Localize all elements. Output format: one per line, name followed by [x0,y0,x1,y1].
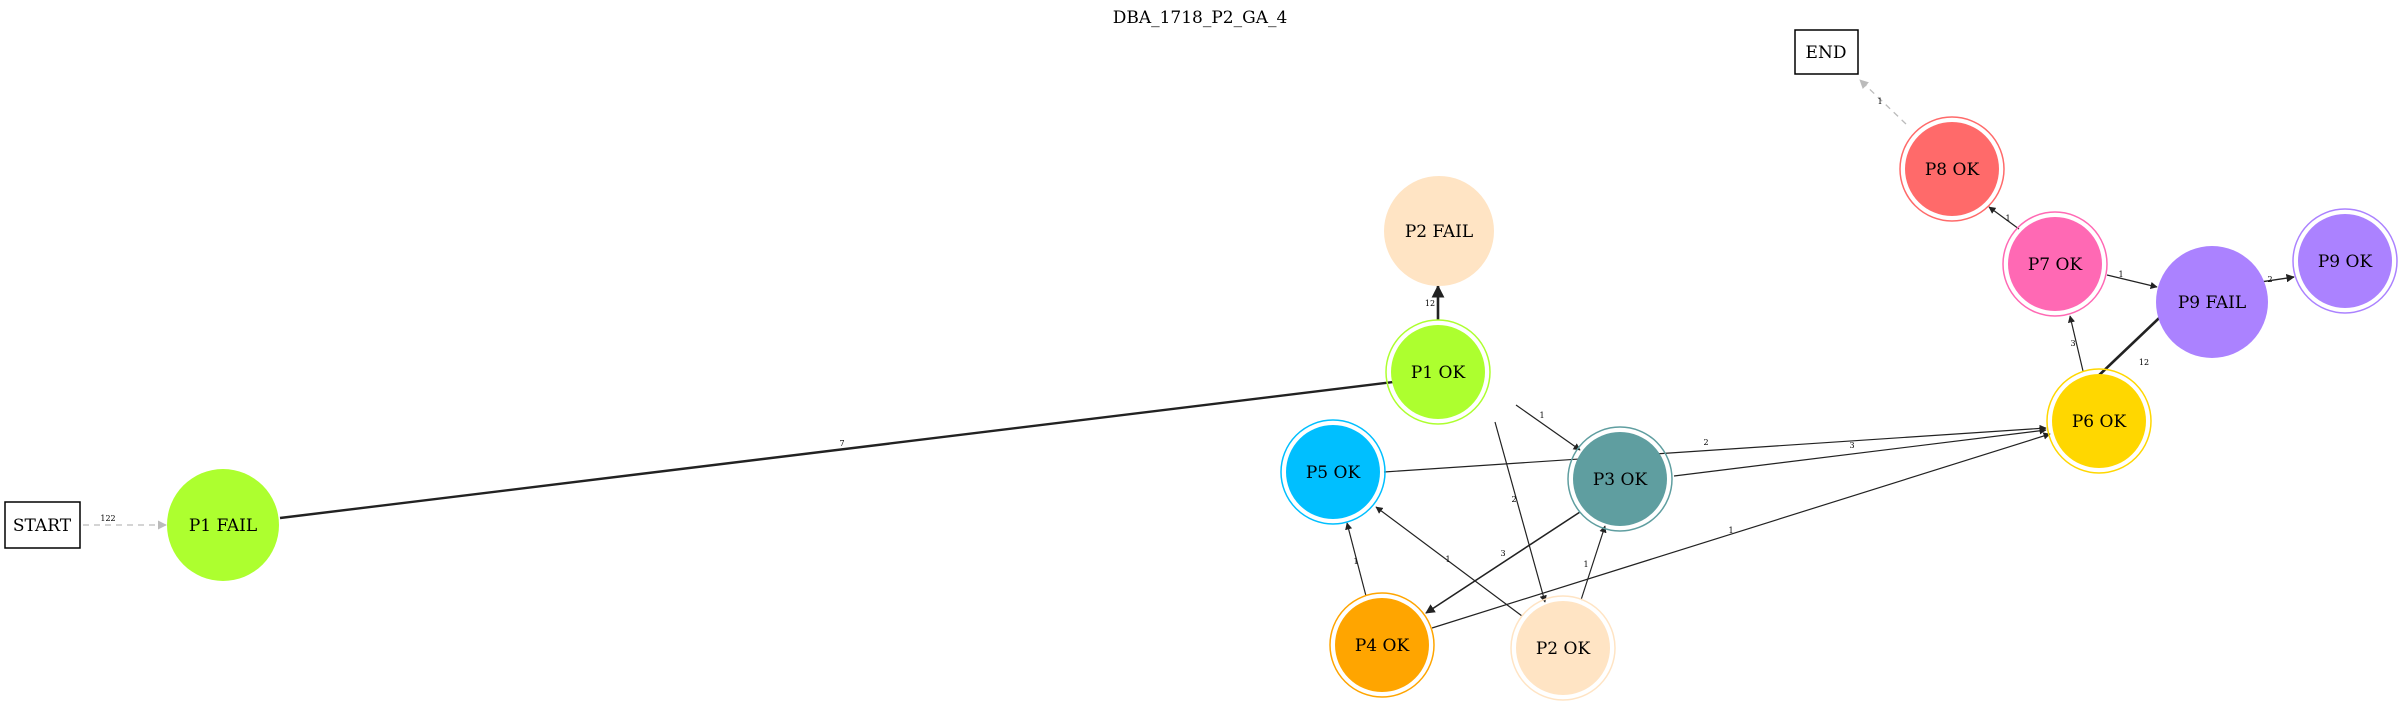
node-p9-fail[interactable]: P9 FAIL [2156,246,2268,358]
node-end-label: END [1806,43,1847,63]
node-p9-fail-circle [2156,246,2268,358]
diagram-title: DBA_1718_P2_GA_4 [1113,8,1288,28]
node-p7-ok-ring [2002,211,2108,317]
node-p3-ok-ring [1567,426,1673,532]
edge-label-p7ok-p8ok: 1 [2005,214,2010,223]
edge-label-p6ok-p7ok: 3 [2070,339,2075,348]
edge-p3ok-p6ok [1673,427,2047,477]
node-start[interactable]: START [4,501,81,549]
node-p6-ok-circle [2052,374,2146,468]
node-p9-fail-label: P9 FAIL [2178,293,2246,313]
edge-p4ok-p6ok [1431,432,2051,629]
edge-label-p2ok-p5ok: 1 [1445,555,1450,564]
node-p9-ok-circle [2298,214,2392,308]
node-p8-ok[interactable]: P8 OK [1899,116,2005,222]
node-p5-ok-ring [1280,419,1386,525]
node-start-label: START [13,516,72,536]
node-p6-ok[interactable]: P6 OK [2046,368,2152,474]
edge-p7ok-p8ok [1988,206,2020,230]
node-p9-ok-ring [2292,208,2398,314]
edge-label-p4ok-p5ok: 1 [1353,557,1358,566]
node-p5-ok[interactable]: P5 OK [1280,419,1386,525]
node-p1-ok-label: P1 OK [1411,363,1466,383]
edge-label-p8ok-end: 1 [1877,97,1882,106]
node-p9-ok-label: P9 OK [2318,252,2373,272]
node-p5-ok-circle [1286,425,1380,519]
node-p3-ok-circle [1573,432,1667,526]
edge-p1fail-p1ok [279,373,1428,520]
node-p8-ok-ring [1899,116,2005,222]
node-p1-ok[interactable]: P1 OK [1385,319,1491,425]
node-p3-ok[interactable]: P3 OK [1567,426,1673,532]
node-end[interactable]: END [1794,29,1859,75]
node-p1-ok-ring [1385,319,1491,425]
node-p9-ok[interactable]: P9 OK [2292,208,2398,314]
edge-p7ok-p9fail [2106,274,2158,289]
edge-p4ok-p5ok [1345,522,1367,597]
edge-p6ok-p7ok [2067,315,2084,372]
node-p7-ok-label: P7 OK [2028,255,2083,275]
edge-p8ok-end [1859,79,1907,125]
node-p1-fail[interactable]: P1 FAIL [167,469,279,581]
edge-label-p1fail-p1ok: 7 [839,439,844,448]
edge-label-p1ok-p2ok: 2 [1511,495,1516,504]
edge-label-start-p1fail: 122 [100,514,115,523]
edge-label-p3ok-p6ok: 3 [1849,441,1854,450]
node-p7-ok-circle [2008,217,2102,311]
node-p8-ok-label: P8 OK [1925,160,1980,180]
node-p6-ok-label: P6 OK [2072,412,2127,432]
edge-label-p1ok-p2fail: 12 [1425,299,1435,308]
node-p2-ok-ring [1510,595,1616,701]
node-end-box [1794,29,1859,75]
edge-p2ok-p3ok [1580,525,1607,601]
edge-label-p6ok-p9fail: 12 [2139,358,2149,367]
edge-p1ok-p3ok [1515,404,1581,451]
node-p1-ok-circle [1391,325,1485,419]
node-p2-fail-circle [1384,176,1494,286]
edge-label-p3ok-p4ok: 3 [1500,549,1505,558]
node-p4-ok-ring [1329,592,1435,698]
node-p7-ok[interactable]: P7 OK [2002,211,2108,317]
edges: 122 7 12 1 2 2 3 3 1 1 1 1 [83,79,2295,629]
edge-p1ok-p2ok [1494,421,1547,603]
node-p8-ok-circle [1905,122,1999,216]
edge-label-p9fail-p9ok: 2 [2267,275,2272,284]
node-p6-ok-ring [2046,368,2152,474]
edge-label-p4ok-p6ok: 1 [1728,526,1733,535]
node-p5-ok-label: P5 OK [1306,463,1361,483]
node-p4-ok-circle [1335,598,1429,692]
edge-p2ok-p5ok [1375,506,1523,617]
node-p3-ok-label: P3 OK [1593,470,1648,490]
edge-label-p1ok-p3ok: 1 [1539,411,1544,420]
node-p2-ok[interactable]: P2 OK [1510,595,1616,701]
node-p2-fail[interactable]: P2 FAIL [1384,176,1494,286]
edge-p5ok-p6ok [1383,424,2047,473]
nodes: START END P1 FAIL P2 FAIL P1 OK P5 OK [4,29,2398,701]
node-p1-fail-circle [167,469,279,581]
edge-p3ok-p4ok [1425,511,1581,614]
node-start-box [4,501,81,549]
edge-label-p5ok-p6ok: 2 [1703,438,1708,447]
node-p4-ok[interactable]: P4 OK [1329,592,1435,698]
node-p2-fail-label: P2 FAIL [1405,222,1473,242]
edge-label-p2ok-p3ok: 1 [1583,560,1588,569]
edge-label-p7ok-p9fail: 1 [2118,270,2123,279]
node-p2-ok-label: P2 OK [1536,639,1591,659]
node-p1-fail-label: P1 FAIL [189,516,257,536]
node-p4-ok-label: P4 OK [1355,636,1410,656]
node-p2-ok-circle [1516,601,1610,695]
